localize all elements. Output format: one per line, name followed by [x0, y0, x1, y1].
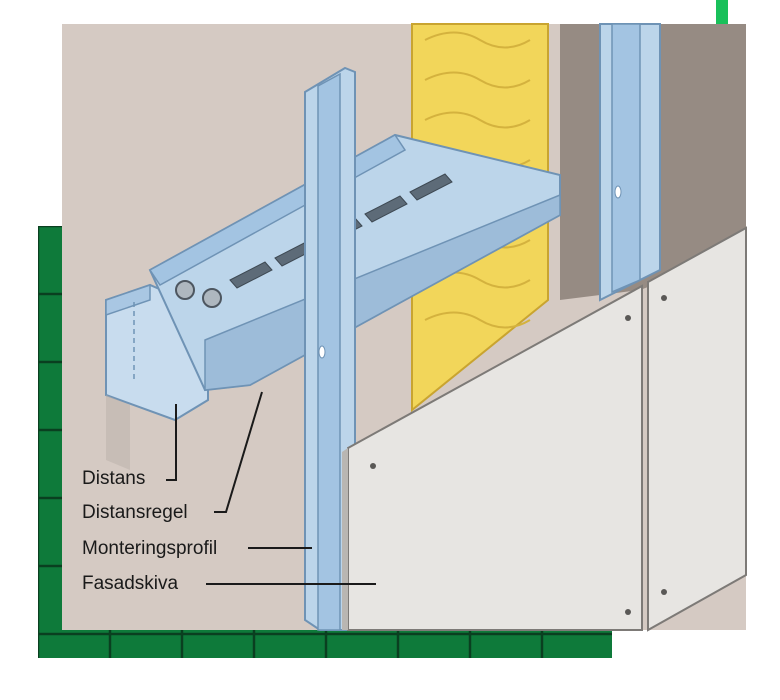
label-distans: Distans	[82, 468, 146, 489]
label-monteringsprofil: Monteringsprofil	[82, 538, 218, 559]
label-fasadskiva: Fasadskiva	[82, 573, 179, 594]
label-distansregel: Distansregel	[82, 502, 188, 523]
leader-distansregel	[214, 391, 263, 513]
facade-board-right	[647, 226, 747, 632]
mounting-profile-back	[599, 23, 661, 302]
leader-distans	[166, 404, 177, 481]
